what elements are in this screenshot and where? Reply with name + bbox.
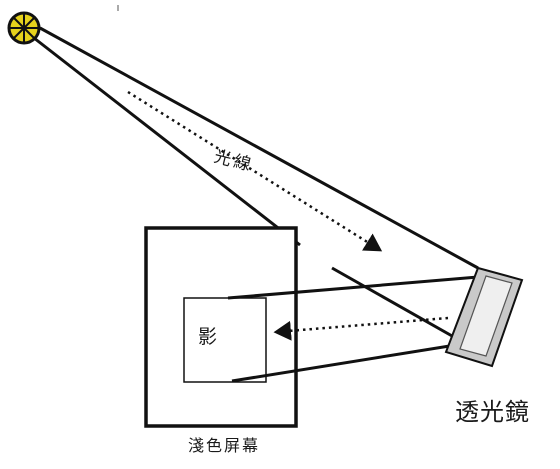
sun-icon bbox=[7, 11, 41, 45]
incoming-light-arrow bbox=[127, 90, 383, 252]
screen-label: 淺色屏幕 bbox=[188, 436, 261, 455]
beam-lower-edge bbox=[33, 36, 301, 247]
beam-upper-edge bbox=[39, 26, 479, 270]
projection-lower-ray bbox=[231, 342, 463, 383]
reflected-light-arrow bbox=[273, 316, 449, 341]
light-lens bbox=[444, 266, 524, 368]
lens-label: 透光鏡 bbox=[455, 398, 530, 426]
shadow-label: 影 bbox=[198, 326, 219, 348]
projection-upper-ray bbox=[227, 274, 491, 300]
beam-lower-edge-continued bbox=[331, 266, 469, 347]
shadow-image-box bbox=[183, 297, 267, 383]
